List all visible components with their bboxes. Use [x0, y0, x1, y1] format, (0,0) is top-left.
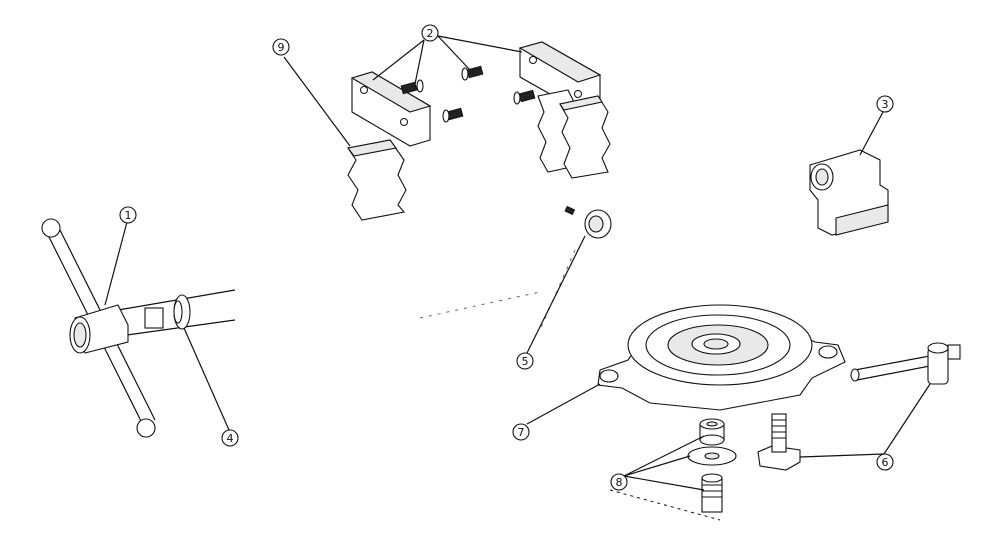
callout-9: 9	[272, 38, 290, 56]
callout-7: 7	[512, 423, 530, 441]
lock-handle	[850, 342, 961, 385]
washer	[173, 294, 191, 330]
callout-5-label: 5	[522, 355, 529, 368]
callout-3: 3	[876, 95, 894, 113]
callout-5: 5	[516, 352, 534, 370]
callout-7-label: 7	[518, 426, 525, 439]
callout-1: 1	[119, 206, 137, 224]
jaw-insert-right	[537, 89, 611, 179]
callout-4: 4	[221, 429, 239, 447]
washer-8	[687, 446, 737, 466]
bushing	[564, 205, 612, 239]
t-bolt	[757, 413, 801, 471]
base-fasteners	[687, 418, 737, 513]
callout-9-label: 9	[278, 41, 285, 54]
callout-8-label: 8	[616, 476, 623, 489]
dashed-guides	[419, 249, 721, 521]
callout-2-label: 2	[427, 27, 434, 40]
callout-8: 8	[610, 473, 628, 491]
jaw-plates-group	[347, 41, 611, 221]
lock-handle-and-tbolt	[757, 342, 961, 471]
callout-4-label: 4	[227, 432, 234, 445]
callout-2: 2	[421, 24, 439, 42]
swivel-base	[597, 304, 846, 411]
bolt	[701, 473, 723, 513]
spindle-handle-assembly	[41, 218, 236, 438]
callout-6-label: 6	[882, 456, 889, 469]
nut	[699, 418, 725, 446]
callout-3-label: 3	[882, 98, 889, 111]
callout-6: 6	[876, 453, 894, 471]
handle-hub	[69, 304, 129, 354]
jaw-screws	[400, 65, 536, 123]
swivel-clamp	[809, 149, 889, 236]
jaw-insert-left	[347, 139, 407, 221]
leader-lines	[104, 35, 931, 491]
callout-1-label: 1	[125, 209, 132, 222]
